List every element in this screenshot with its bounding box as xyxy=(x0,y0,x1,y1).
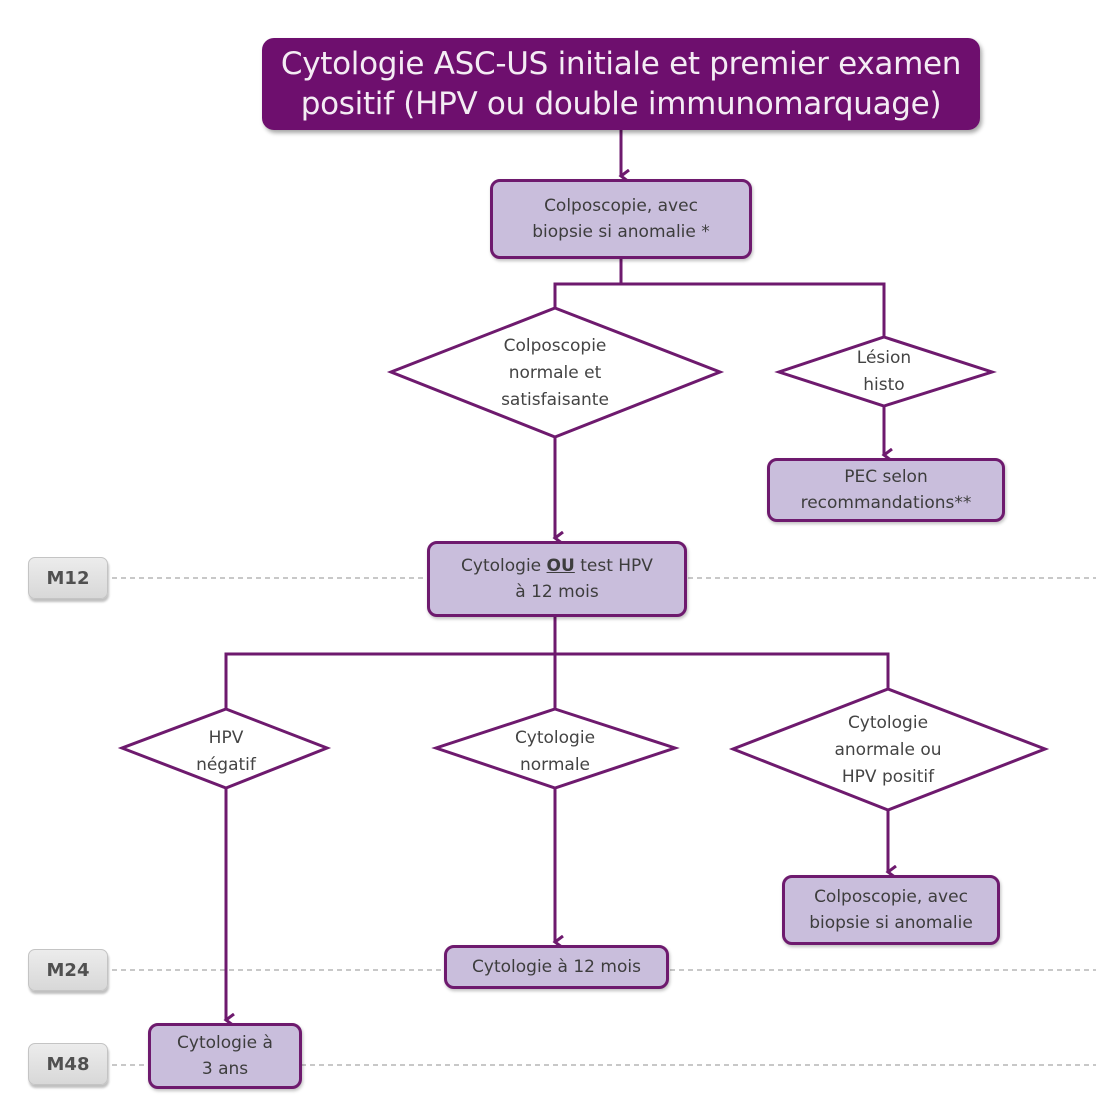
node-cytologie-12-mois: Cytologie à 12 mois xyxy=(444,945,669,989)
timeline-marker-m24: M24 xyxy=(28,949,108,991)
connector-branch-right xyxy=(555,652,890,689)
node-text-line: Colposcopie, avec xyxy=(814,887,968,907)
decision-text-line: Lésion xyxy=(856,348,912,368)
decision-text-line: satisfaisante xyxy=(501,389,609,410)
decision-text-line: histo xyxy=(863,375,905,395)
node-text-line: à 12 mois xyxy=(515,582,599,602)
node-text-prefix: Cytologie xyxy=(461,556,547,576)
decision-colposcopie-normale-shape xyxy=(386,306,725,439)
decision-text-line: négatif xyxy=(196,755,256,775)
title-line-2: positif (HPV ou double immunomarquage) xyxy=(300,86,942,122)
node-text-line: 3 ans xyxy=(201,1059,249,1079)
decision-text-line: Colposcopie xyxy=(503,335,607,356)
decision-cytologie-anormale-shape xyxy=(728,687,1050,812)
connector-colposcopie-branch xyxy=(553,258,623,308)
decision-text-line: anormale ou xyxy=(834,739,942,760)
title-line-1: Cytologie ASC-US initiale et premier exa… xyxy=(280,46,962,82)
node-text-line: biopsie si anomalie * xyxy=(532,222,710,242)
node-text-line: biopsie si anomalie xyxy=(809,913,973,933)
decision-lesion-histo: Lésion histo xyxy=(814,344,954,400)
node-text-line: recommandations** xyxy=(800,493,972,513)
node-text-line: Cytologie à xyxy=(177,1033,273,1053)
node-cytologie-ou-test-hpv: Cytologie OU test HPV à 12 mois xyxy=(427,541,687,617)
connector-branch-lesion xyxy=(621,282,886,337)
decision-text-line: HPV positif xyxy=(841,766,935,787)
flowchart-title: Cytologie ASC-US initiale et premier exa… xyxy=(262,38,980,130)
node-pec-recommandations: PEC selon recommandations** xyxy=(767,458,1005,522)
node-text-emphasis: OU xyxy=(546,556,575,576)
decision-text-line: HPV xyxy=(208,728,244,748)
node-text-suffix: test HPV xyxy=(574,556,653,576)
decision-colposcopie-normale: Colposcopie normale et satisfaisante xyxy=(455,318,655,428)
decision-hpv-negatif-shape xyxy=(117,707,332,790)
node-text-line: Cytologie OU test HPV xyxy=(430,553,684,579)
timeline-marker-m48: M48 xyxy=(28,1043,108,1085)
decision-text-line: normale et xyxy=(508,362,602,383)
decision-cytologie-normale: Cytologie normale xyxy=(480,724,630,780)
node-text-line: PEC selon xyxy=(844,467,928,487)
node-text-line: Cytologie à 12 mois xyxy=(472,957,641,977)
decision-text-line: Cytologie xyxy=(514,728,596,748)
decision-text-line: normale xyxy=(519,755,591,775)
timeline-marker-m12: M12 xyxy=(28,557,108,599)
decision-cytologie-normale-shape xyxy=(431,707,680,790)
decision-lesion-histo-shape xyxy=(774,335,997,408)
connector-branch-left xyxy=(224,652,555,709)
decision-hpv-negatif: HPV négatif xyxy=(166,724,286,780)
node-colposcopie-finale: Colposcopie, avec biopsie si anomalie xyxy=(782,875,1000,945)
node-colposcopie-initiale: Colposcopie, avec biopsie si anomalie * xyxy=(490,179,752,259)
decision-text-line: Cytologie xyxy=(847,712,929,733)
node-cytologie-3-ans: Cytologie à 3 ans xyxy=(148,1023,302,1089)
node-text-line: Colposcopie, avec xyxy=(544,196,698,216)
decision-cytologie-anormale: Cytologie anormale ou HPV positif xyxy=(798,708,978,792)
